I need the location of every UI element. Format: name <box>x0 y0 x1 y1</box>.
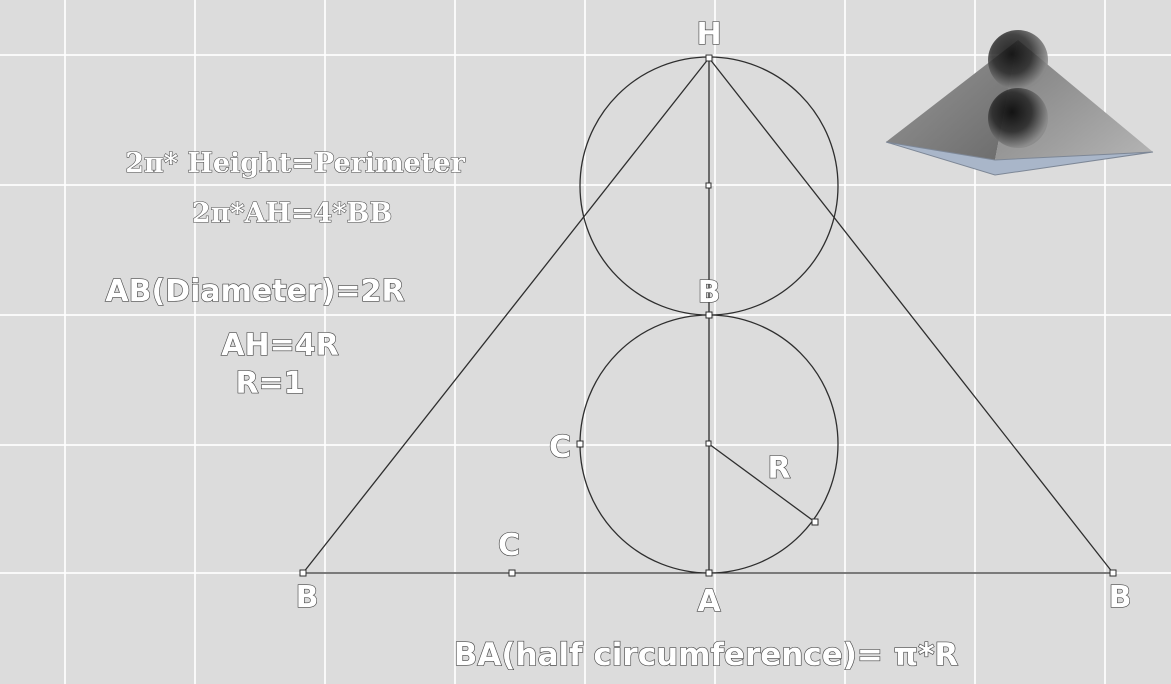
point-c-base <box>508 569 516 577</box>
formula-r-1: R=1 <box>235 366 304 401</box>
label-b-left: B <box>296 580 319 615</box>
point-b-left <box>299 569 307 577</box>
side-hb-right <box>708 57 1114 574</box>
label-a: A <box>697 584 721 619</box>
point-b-right <box>1109 569 1117 577</box>
formula-ah-4r: AH=4R <box>221 328 338 363</box>
formula-half-circumference: BA(half circumference)= π*R <box>454 637 959 673</box>
formula-ah-bb: 2π*AH=4*BB <box>192 198 392 229</box>
point-c-circle <box>576 440 584 448</box>
side-hb-left <box>302 57 710 574</box>
point-b-top <box>705 311 713 319</box>
label-c-circle: C <box>549 430 571 465</box>
label-h: H <box>696 17 721 52</box>
label-c-base: C <box>498 528 520 563</box>
point-h <box>705 54 713 62</box>
label-b-right: B <box>1109 580 1132 615</box>
pyramid-with-two-spheres-icon <box>885 30 1154 176</box>
point-a <box>705 569 713 577</box>
label-r: R <box>767 451 790 486</box>
formula-diameter: AB(Diameter)=2R <box>105 274 404 309</box>
point-upper-center <box>705 182 712 189</box>
formula-height-perimeter: 2π* Height=Perimeter <box>125 148 465 179</box>
label-b-top: B <box>698 275 721 310</box>
point-r-end <box>811 518 819 526</box>
point-lower-center <box>705 440 712 447</box>
radius-r <box>708 443 816 523</box>
points <box>299 54 1117 577</box>
